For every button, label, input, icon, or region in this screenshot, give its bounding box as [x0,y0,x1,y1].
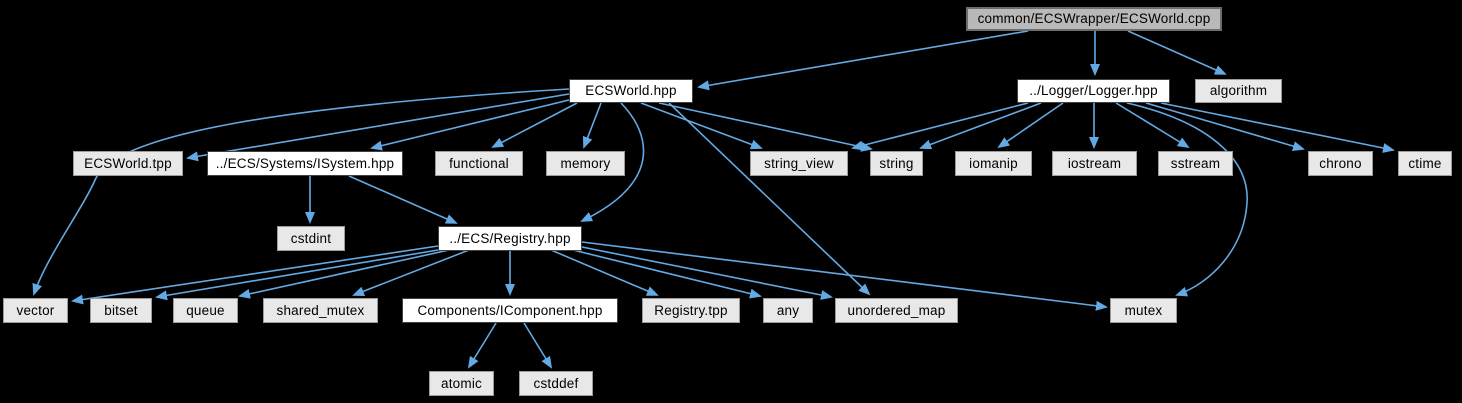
node-ecsworld-hpp[interactable]: ECSWorld.hpp [569,79,693,103]
node-logger-hpp[interactable]: ../Logger/Logger.hpp [1017,79,1170,103]
edge-logger-hpp-string [919,102,1042,150]
node-isystem-hpp[interactable]: ../ECS/Systems/ISystem.hpp [207,151,403,176]
node-registry-tpp[interactable]: Registry.tpp [642,298,740,323]
edge-ecsworld-hpp-memory [582,102,602,149]
edge-logger-hpp-chrono [1145,102,1305,151]
node-string[interactable]: string [870,151,923,176]
edge-registry-hpp-queue [238,249,450,299]
node-sstream[interactable]: sstream [1158,151,1233,176]
edge-ecsworld-cpp-algorithm [1127,30,1227,75]
edge-registry-hpp-registry-tpp [550,249,659,296]
edge-ecsworld-hpp-registry-hpp [580,102,645,222]
edge-logger-hpp-string-view [851,102,1029,151]
node-bitset[interactable]: bitset [90,298,152,323]
node-queue[interactable]: queue [173,298,238,323]
edge-registry-hpp-vector [71,245,439,305]
edge-logger-hpp-mutex [1126,102,1248,297]
edge-registry-hpp-unordered-map [581,246,833,300]
edge-registry-hpp-mutex [581,241,1108,311]
node-registry-hpp[interactable]: ../ECS/Registry.hpp [438,226,582,251]
node-vector[interactable]: vector [3,298,68,323]
node-chrono[interactable]: chrono [1308,151,1373,176]
edge-logger-hpp-iomanip [997,102,1064,149]
edge-ecsworld-hpp-functional [491,102,578,148]
edge-registry-hpp-shared-mutex [352,249,470,297]
node-cstdint[interactable]: cstdint [277,226,345,251]
node-cstddef[interactable]: cstddef [519,371,593,396]
node-iostream[interactable]: iostream [1052,151,1137,176]
edge-registry-hpp-bitset [155,249,439,301]
node-functional[interactable]: functional [435,151,523,176]
edge-logger-hpp-sstream [1115,102,1190,149]
edge-ecsworld-hpp-ecsworld-tpp [186,93,570,162]
node-ctime[interactable]: ctime [1398,151,1452,176]
node-any[interactable]: any [763,298,813,323]
node-iomanip[interactable]: iomanip [955,151,1032,176]
edge-icomponent-hpp-cstddef [523,322,553,369]
node-memory[interactable]: memory [546,151,625,176]
node-string-view[interactable]: string_view [750,151,848,176]
edge-ecsworld-hpp-string-view [640,102,763,150]
edge-logger-hpp-ctime [1160,102,1395,153]
node-atomic[interactable]: atomic [429,371,494,396]
edge-ecsworld-cpp-ecsworld-hpp [697,30,1029,91]
node-unordered-map[interactable]: unordered_map [835,298,958,323]
node-ecsworld-tpp[interactable]: ECSWorld.tpp [73,151,183,176]
edge-ecsworld-hpp-isystem-hpp [370,99,570,151]
edge-registry-hpp-any [572,249,762,299]
node-icomponent-hpp[interactable]: Components/IComponent.hpp [402,298,618,323]
edge-icomponent-hpp-atomic [467,322,497,369]
edge-ecsworld-hpp-unordered-map [668,102,871,296]
edge-isystem-hpp-registry-hpp [348,175,458,224]
edge-ecsworld-hpp-string [658,102,873,152]
node-mutex[interactable]: mutex [1110,298,1177,323]
node-shared-mutex[interactable]: shared_mutex [263,298,378,323]
node-ecsworld-cpp[interactable]: common/ECSWrapper/ECSWorld.cpp [966,7,1222,31]
node-algorithm[interactable]: algorithm [1195,79,1282,103]
